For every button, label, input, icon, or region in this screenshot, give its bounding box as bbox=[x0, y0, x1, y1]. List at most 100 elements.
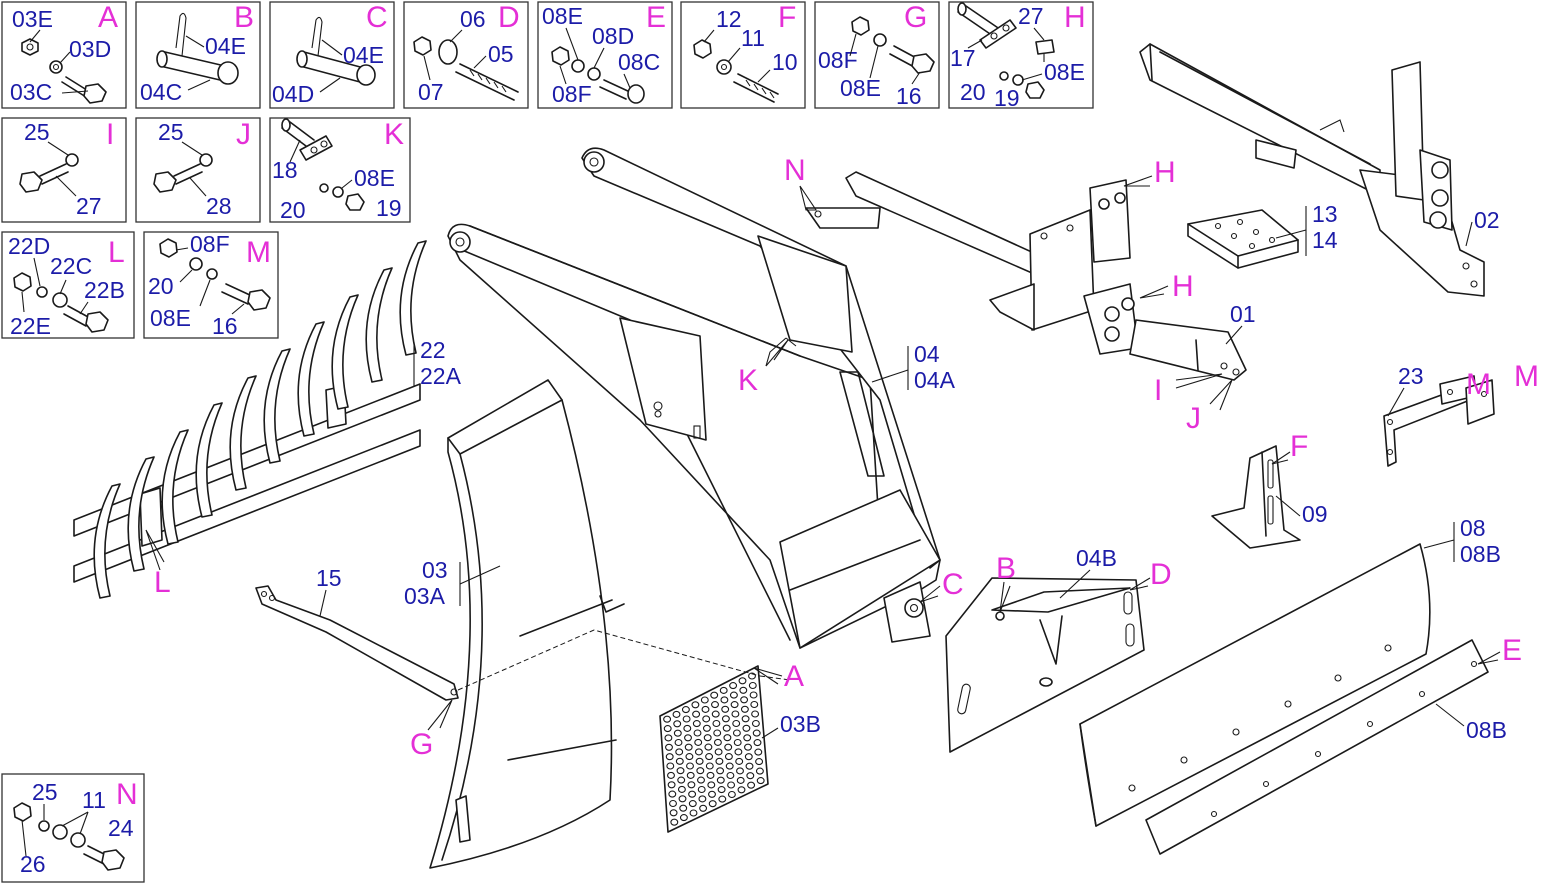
inset-l-label: 22D bbox=[8, 233, 50, 259]
screen-hole bbox=[696, 767, 705, 775]
screen-hole bbox=[673, 720, 682, 728]
screen-hole bbox=[742, 724, 751, 732]
inset-i-letter: I bbox=[106, 118, 114, 151]
inset-a-label: 03D bbox=[69, 36, 111, 62]
screen-hole bbox=[687, 781, 696, 789]
screen-hole bbox=[663, 725, 672, 733]
screen-hole bbox=[674, 738, 683, 747]
inset-e-label: 08E bbox=[542, 3, 583, 29]
callout-m-left: M bbox=[1466, 368, 1491, 401]
screen-hole bbox=[679, 804, 688, 812]
drawbar-02 bbox=[1139, 43, 1485, 297]
screen-hole bbox=[688, 800, 697, 808]
screen-hole bbox=[684, 734, 692, 742]
screen-hole bbox=[739, 686, 748, 694]
screen-hole bbox=[721, 705, 730, 713]
screen-hole bbox=[665, 753, 674, 761]
screen-hole bbox=[744, 743, 752, 751]
part-label-13: 13 bbox=[1312, 201, 1338, 227]
screen-hole bbox=[707, 781, 716, 789]
callout-c: C bbox=[942, 568, 964, 601]
screen-hole bbox=[686, 771, 695, 779]
blade-08 bbox=[1079, 543, 1489, 855]
screen-hole bbox=[689, 809, 698, 817]
inset-c: C 04E 04D bbox=[269, 1, 395, 109]
screen-hole bbox=[700, 696, 709, 704]
inset-l-label: 22E bbox=[10, 313, 51, 339]
inset-k-label: 19 bbox=[376, 195, 402, 221]
screen-hole bbox=[727, 790, 736, 799]
inset-l-label: 22B bbox=[84, 277, 125, 303]
callout-n: N bbox=[784, 154, 806, 187]
tine bbox=[195, 402, 223, 518]
inset-d-label: 07 bbox=[418, 79, 444, 105]
inset-n-label: 11 bbox=[82, 787, 106, 813]
screen-hole bbox=[744, 753, 753, 761]
screen-hole bbox=[747, 781, 756, 789]
link-bar-15 bbox=[255, 585, 459, 701]
inset-c-label: 04E bbox=[343, 42, 384, 68]
screen-hole bbox=[691, 701, 700, 709]
callout-f: F bbox=[1290, 430, 1308, 463]
part-label-22a: 22A bbox=[420, 363, 462, 389]
hitch-bracket-assembly bbox=[805, 171, 1247, 381]
inset-i: I 25 27 bbox=[1, 117, 127, 223]
inset-m-label: 08F bbox=[190, 231, 230, 257]
screen-hole bbox=[701, 705, 710, 713]
inset-e-label: 08D bbox=[592, 23, 634, 49]
screen-hole bbox=[736, 767, 744, 775]
screen-hole bbox=[706, 771, 715, 779]
screen-hole bbox=[669, 799, 677, 808]
main-frame-04 bbox=[447, 147, 941, 649]
bracket-23 bbox=[1383, 375, 1495, 467]
tine bbox=[161, 429, 189, 545]
tine bbox=[331, 294, 359, 410]
tine bbox=[365, 267, 393, 383]
inset-h-label: 19 bbox=[994, 85, 1020, 111]
screen-hole bbox=[755, 767, 764, 775]
inset-n: N 25 11 24 26 bbox=[1, 773, 145, 883]
screen-hole bbox=[712, 719, 721, 728]
screen-hole bbox=[705, 753, 714, 761]
inset-i-label: 27 bbox=[76, 193, 102, 219]
inset-f-label: 11 bbox=[741, 25, 765, 51]
inset-k-label: 20 bbox=[280, 197, 306, 223]
callout-h-top: H bbox=[1154, 156, 1176, 189]
callout-b: B bbox=[996, 552, 1016, 585]
screen-hole bbox=[725, 762, 734, 770]
inset-e: E 08E 08D 08C 08F bbox=[537, 1, 673, 109]
screen-hole bbox=[665, 743, 673, 751]
screen-hole bbox=[741, 715, 750, 723]
inset-g-label: 16 bbox=[896, 83, 922, 109]
screen-hole bbox=[693, 729, 702, 737]
tine bbox=[93, 483, 121, 599]
screen-hole bbox=[732, 719, 741, 728]
inset-b-letter: B bbox=[234, 1, 254, 34]
screen-hole bbox=[717, 786, 726, 794]
screen-hole bbox=[755, 758, 764, 766]
inset-m-letter: M bbox=[246, 236, 271, 269]
inset-d-label: 06 bbox=[460, 6, 486, 32]
screen-hole bbox=[698, 795, 707, 803]
inset-e-label: 08F bbox=[552, 81, 592, 107]
screen-hole bbox=[729, 691, 738, 699]
inset-j-label: 28 bbox=[206, 193, 232, 219]
screen-hole bbox=[732, 729, 741, 737]
screen-hole bbox=[683, 724, 692, 732]
callout-d: D bbox=[1150, 558, 1172, 591]
screen-hole bbox=[663, 715, 672, 723]
screen-hole bbox=[714, 748, 723, 756]
inset-b-label: 04C bbox=[140, 79, 182, 105]
inset-k: K 18 08E 20 19 bbox=[269, 117, 411, 223]
screen-hole bbox=[710, 691, 719, 699]
inset-h-label: 27 bbox=[1018, 3, 1044, 29]
tine bbox=[399, 240, 427, 356]
inset-j-letter: J bbox=[236, 118, 251, 151]
screen-hole bbox=[705, 762, 714, 770]
screen-hole bbox=[746, 772, 755, 780]
inset-f-letter: F bbox=[778, 1, 796, 34]
screen-hole bbox=[686, 762, 694, 770]
screen-hole bbox=[697, 785, 706, 794]
inset-l-letter: L bbox=[108, 236, 125, 269]
